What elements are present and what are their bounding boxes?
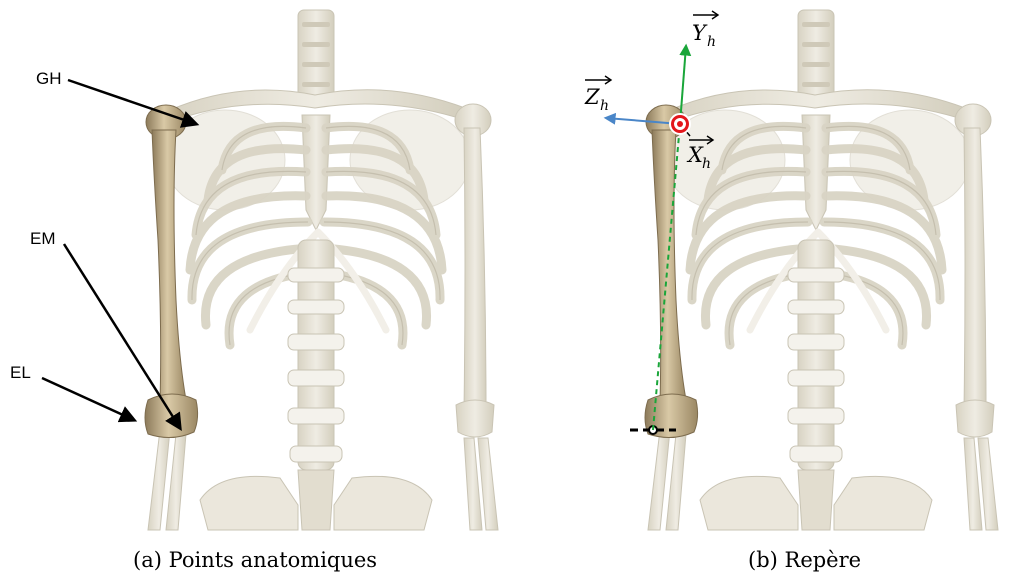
el-pointer [42, 378, 134, 420]
label-y-axis: Y h [692, 11, 718, 50]
label-z-axis: Z h [584, 76, 611, 114]
svg-text:h: h [600, 98, 609, 114]
svg-text:Y: Y [692, 21, 708, 45]
label-el: EL [10, 363, 31, 382]
caption-panel-a: (a) Points anatomiques [133, 548, 377, 572]
gh-marker-dot [677, 121, 683, 127]
label-gh: GH [36, 69, 62, 88]
skeleton-illustration-a: GH EM EL [0, 0, 505, 540]
caption-panel-b: (b) Repère [748, 548, 861, 572]
skeleton-illustration-b: Y h Z h X h [512, 0, 1017, 540]
gh-pointer [68, 80, 196, 124]
svg-text:Z: Z [584, 85, 600, 109]
panel-reference-frame: Y h Z h X h [512, 0, 1017, 540]
svg-text:h: h [707, 34, 716, 50]
label-em: EM [30, 229, 56, 248]
svg-text:h: h [702, 156, 711, 172]
panel-anatomical-points: GH EM EL [0, 0, 505, 540]
